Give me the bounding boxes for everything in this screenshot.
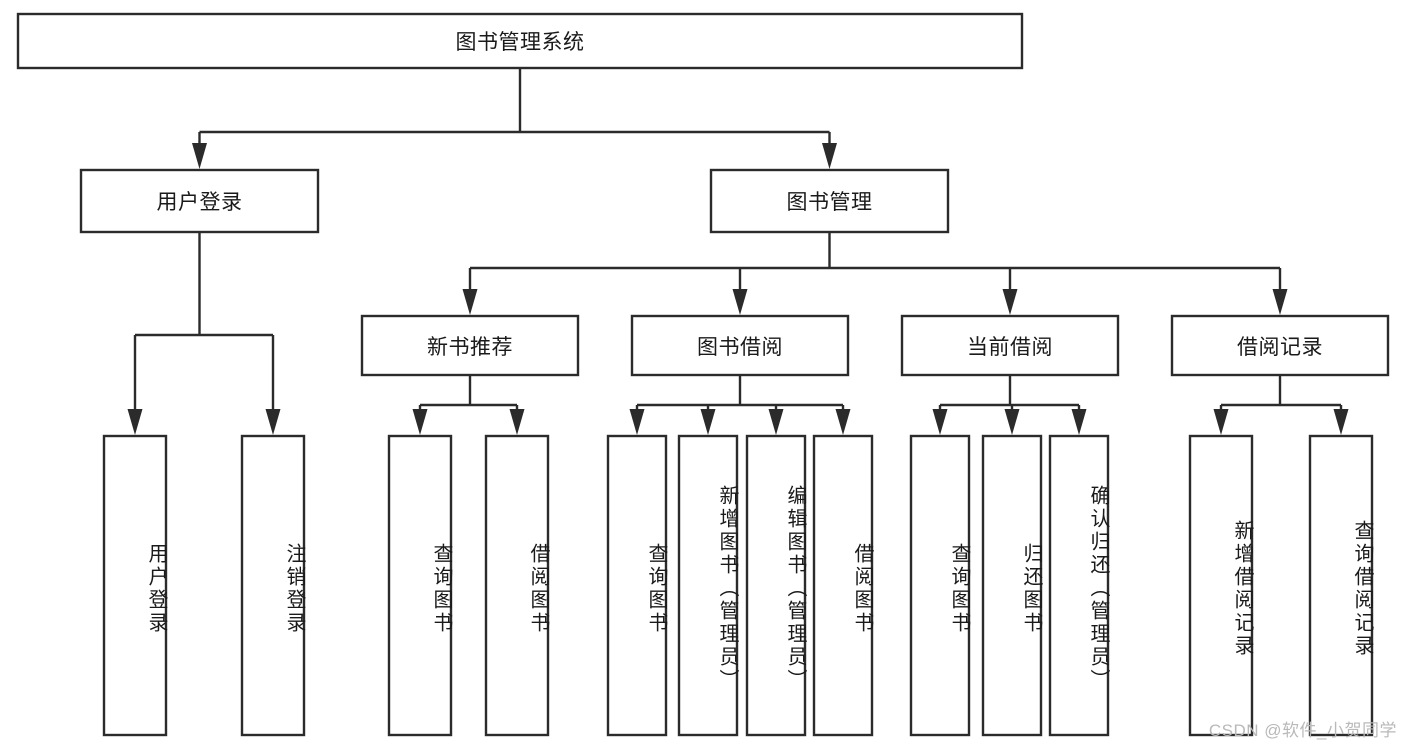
node-box-l3_1[interactable] — [630, 314, 850, 377]
node-box-leaf_10[interactable] — [1048, 434, 1110, 737]
watermark-text: CSDN @软件_小贺同学 — [1208, 721, 1397, 740]
node-box-l3_2[interactable] — [900, 314, 1120, 377]
node-box-leaf_1[interactable] — [240, 434, 306, 737]
node-box-leaf_5[interactable] — [677, 434, 739, 737]
node-box-root[interactable] — [16, 12, 1024, 70]
node-box-leaf_9[interactable] — [981, 434, 1043, 737]
node-box-l3_0[interactable] — [360, 314, 580, 377]
node-box-l2_0[interactable] — [79, 168, 320, 234]
node-box-l3_3[interactable] — [1170, 314, 1390, 377]
node-box-leaf_2[interactable] — [387, 434, 453, 737]
node-box-leaf_11[interactable] — [1188, 434, 1254, 737]
node-box-leaf_0[interactable] — [102, 434, 168, 737]
node-box-leaf_12[interactable] — [1308, 434, 1374, 737]
node-box-leaf_4[interactable] — [606, 434, 668, 737]
node-box-l2_1[interactable] — [709, 168, 950, 234]
node-box-leaf_8[interactable] — [909, 434, 971, 737]
node-box-leaf_6[interactable] — [745, 434, 807, 737]
node-box-leaf_7[interactable] — [812, 434, 874, 737]
node-box-leaf_3[interactable] — [484, 434, 550, 737]
